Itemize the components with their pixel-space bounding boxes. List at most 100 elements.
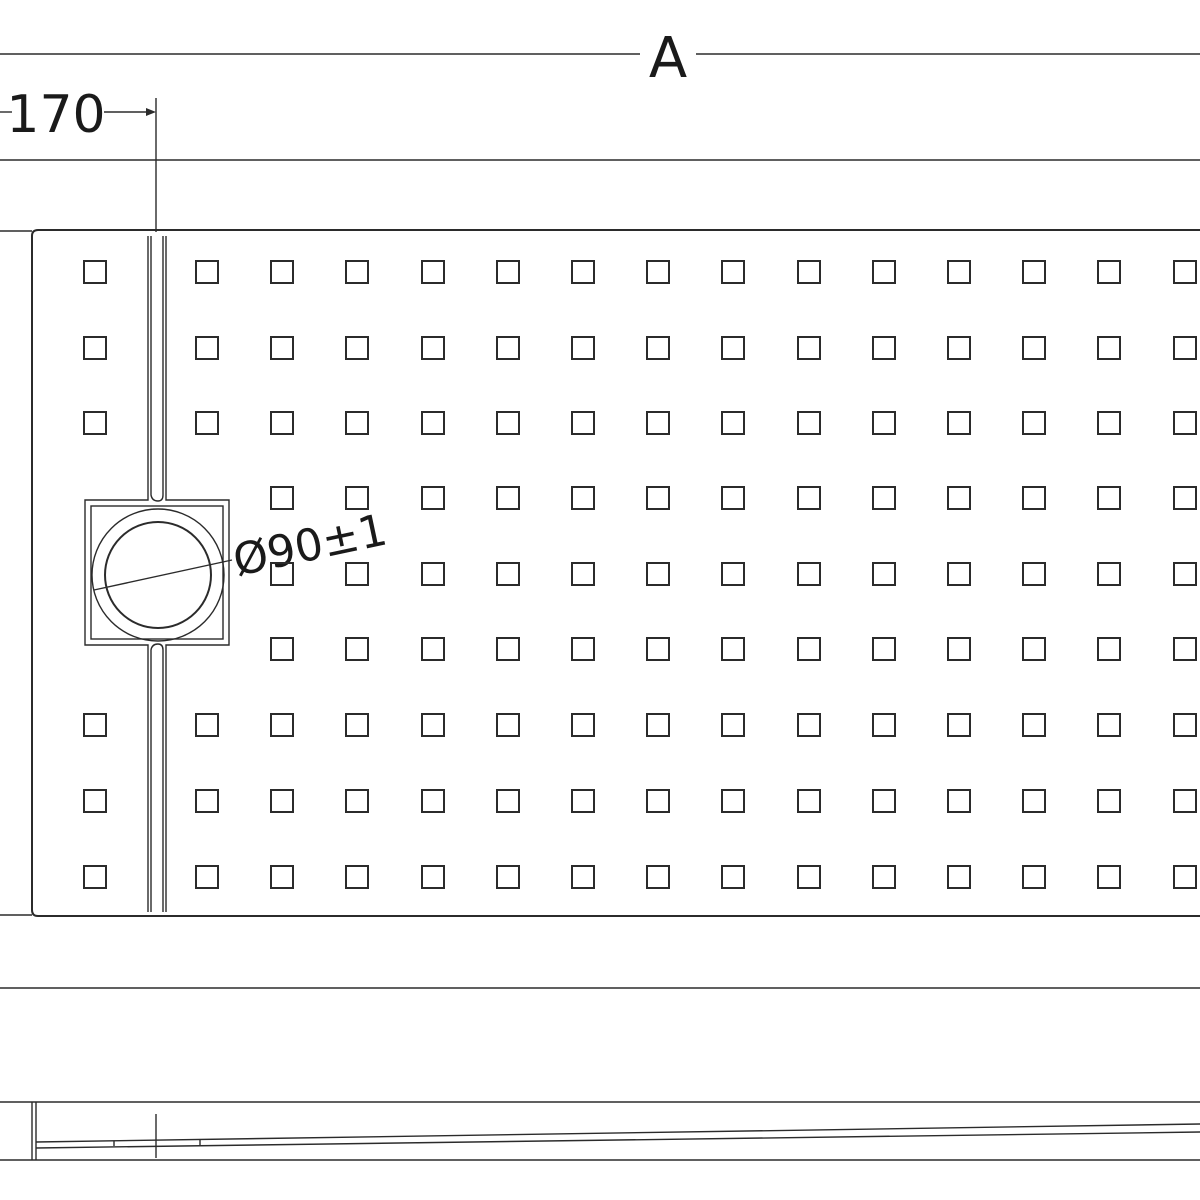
anti-slip-square <box>496 336 520 360</box>
anti-slip-square <box>270 789 294 813</box>
anti-slip-square <box>1097 336 1121 360</box>
anti-slip-square <box>571 260 595 284</box>
anti-slip-square <box>195 789 219 813</box>
anti-slip-square <box>1022 486 1046 510</box>
anti-slip-square <box>1173 486 1197 510</box>
anti-slip-square <box>646 260 670 284</box>
anti-slip-square <box>496 411 520 435</box>
anti-slip-square <box>646 865 670 889</box>
anti-slip-square <box>195 865 219 889</box>
anti-slip-square <box>421 637 445 661</box>
drain-diameter-label: Ø90±1 <box>229 505 392 587</box>
anti-slip-square <box>345 713 369 737</box>
anti-slip-square <box>83 789 107 813</box>
anti-slip-square <box>646 637 670 661</box>
anti-slip-square <box>797 789 821 813</box>
anti-slip-square <box>797 562 821 586</box>
anti-slip-square <box>496 260 520 284</box>
anti-slip-square <box>1173 865 1197 889</box>
anti-slip-square <box>1097 637 1121 661</box>
anti-slip-square <box>496 486 520 510</box>
anti-slip-square <box>646 411 670 435</box>
anti-slip-square <box>872 637 896 661</box>
anti-slip-square <box>345 411 369 435</box>
anti-slip-square <box>571 486 595 510</box>
anti-slip-square <box>646 713 670 737</box>
anti-slip-square <box>270 562 294 586</box>
anti-slip-square <box>872 486 896 510</box>
dimension-170: 170 <box>0 85 157 232</box>
anti-slip-square <box>1173 713 1197 737</box>
anti-slip-square <box>421 411 445 435</box>
anti-slip-square <box>1097 713 1121 737</box>
anti-slip-square <box>571 865 595 889</box>
anti-slip-square <box>872 562 896 586</box>
anti-slip-square <box>872 260 896 284</box>
anti-slip-square <box>270 411 294 435</box>
anti-slip-square <box>646 789 670 813</box>
anti-slip-square <box>872 865 896 889</box>
anti-slip-square <box>1173 336 1197 360</box>
anti-slip-square <box>872 713 896 737</box>
anti-slip-square <box>496 789 520 813</box>
anti-slip-square <box>571 336 595 360</box>
anti-slip-square <box>872 411 896 435</box>
anti-slip-square <box>571 562 595 586</box>
anti-slip-square <box>83 865 107 889</box>
anti-slip-square <box>345 562 369 586</box>
anti-slip-square <box>421 486 445 510</box>
anti-slip-square <box>83 713 107 737</box>
anti-slip-square <box>721 562 745 586</box>
anti-slip-square <box>345 789 369 813</box>
anti-slip-square <box>947 637 971 661</box>
anti-slip-square <box>345 260 369 284</box>
anti-slip-square <box>571 789 595 813</box>
anti-slip-square <box>797 713 821 737</box>
anti-slip-square <box>797 865 821 889</box>
anti-slip-square <box>947 411 971 435</box>
anti-slip-square <box>496 562 520 586</box>
anti-slip-square <box>721 865 745 889</box>
anti-slip-square <box>721 486 745 510</box>
anti-slip-square <box>1097 260 1121 284</box>
anti-slip-square <box>1097 486 1121 510</box>
anti-slip-square <box>1022 336 1046 360</box>
anti-slip-square <box>646 336 670 360</box>
anti-slip-square <box>1173 789 1197 813</box>
anti-slip-square <box>195 260 219 284</box>
anti-slip-square <box>83 260 107 284</box>
anti-slip-pattern <box>83 260 1197 889</box>
anti-slip-square <box>83 336 107 360</box>
drain-channel <box>84 236 230 912</box>
anti-slip-square <box>496 713 520 737</box>
anti-slip-square <box>83 411 107 435</box>
anti-slip-square <box>345 637 369 661</box>
anti-slip-square <box>797 336 821 360</box>
anti-slip-square <box>1097 411 1121 435</box>
anti-slip-square <box>496 865 520 889</box>
anti-slip-square <box>571 637 595 661</box>
anti-slip-square <box>195 336 219 360</box>
anti-slip-square <box>496 637 520 661</box>
dimension-170-label: 170 <box>6 85 105 145</box>
dimension-a: A <box>0 26 1200 91</box>
anti-slip-square <box>571 411 595 435</box>
anti-slip-square <box>872 789 896 813</box>
dimension-a-label: A <box>649 26 687 91</box>
anti-slip-square <box>345 486 369 510</box>
anti-slip-square <box>571 713 595 737</box>
anti-slip-square <box>195 713 219 737</box>
tray-outline <box>31 229 1200 917</box>
anti-slip-square <box>421 713 445 737</box>
anti-slip-square <box>421 562 445 586</box>
anti-slip-square <box>1022 865 1046 889</box>
anti-slip-square <box>947 260 971 284</box>
anti-slip-square <box>270 637 294 661</box>
anti-slip-square <box>1097 789 1121 813</box>
anti-slip-square <box>421 260 445 284</box>
anti-slip-square <box>797 637 821 661</box>
anti-slip-square <box>947 789 971 813</box>
anti-slip-square <box>721 713 745 737</box>
anti-slip-square <box>1022 637 1046 661</box>
